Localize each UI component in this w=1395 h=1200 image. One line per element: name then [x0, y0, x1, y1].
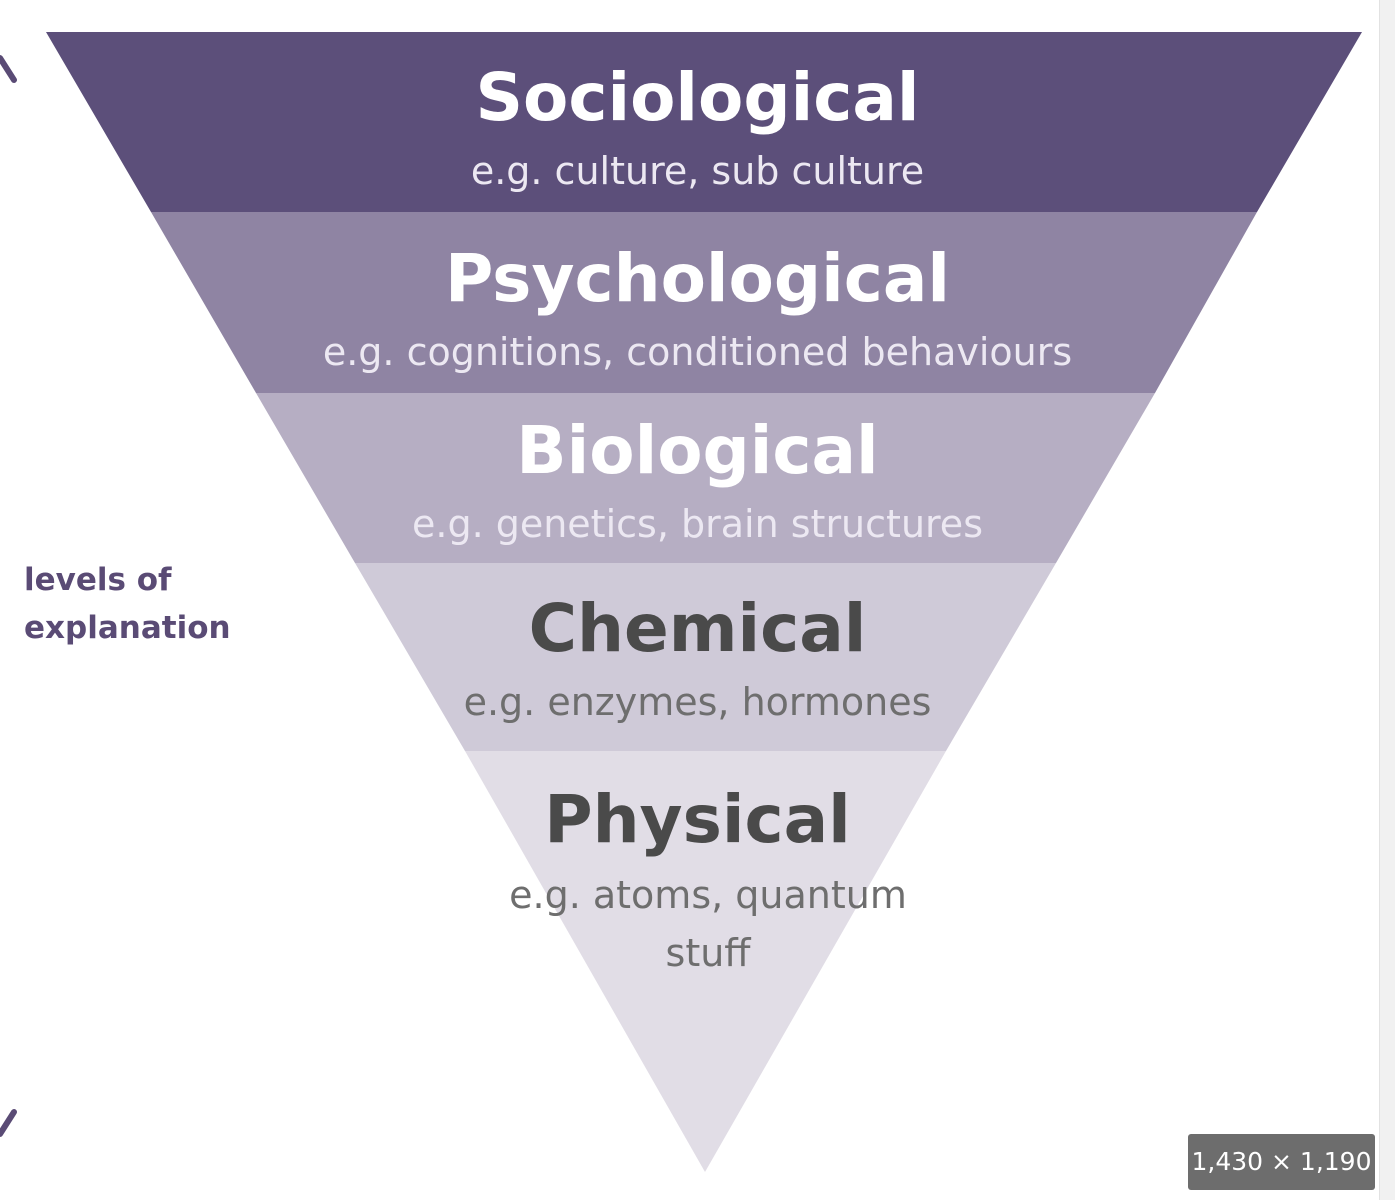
tier-title-physical: Physical: [544, 781, 851, 858]
tier-band-psychological: [151, 212, 1257, 393]
tier-example-biological: e.g. genetics, brain structures: [411, 502, 983, 546]
tier-example-psychological: e.g. cognitions, conditioned behaviours: [322, 330, 1073, 374]
tier-band-chemical: [355, 563, 1056, 751]
page-edge-strip: [1379, 0, 1395, 1200]
tier-band-biological: [256, 393, 1155, 563]
tier-example-physical: e.g. atoms, quantum stuff: [509, 873, 907, 975]
tier-title-psychological: Psychological: [444, 240, 951, 317]
tier-example-sociological: e.g. culture, sub culture: [470, 149, 925, 193]
tier-title-biological: Biological: [516, 412, 879, 489]
tier-band-sociological: [46, 32, 1362, 212]
tier-band-physical: [465, 751, 946, 1172]
arrow-down-icon: [0, 1109, 17, 1137]
tier-title-chemical: Chemical: [528, 590, 867, 667]
tier-example-chemical: e.g. enzymes, hormones: [463, 680, 932, 724]
arrow-up-icon: [0, 55, 17, 83]
tier-title-sociological: Sociological: [475, 59, 920, 136]
levels-of-explanation-label: levels of explanation: [24, 562, 231, 646]
image-size-badge: 1,430 × 1,190: [1188, 1134, 1375, 1190]
